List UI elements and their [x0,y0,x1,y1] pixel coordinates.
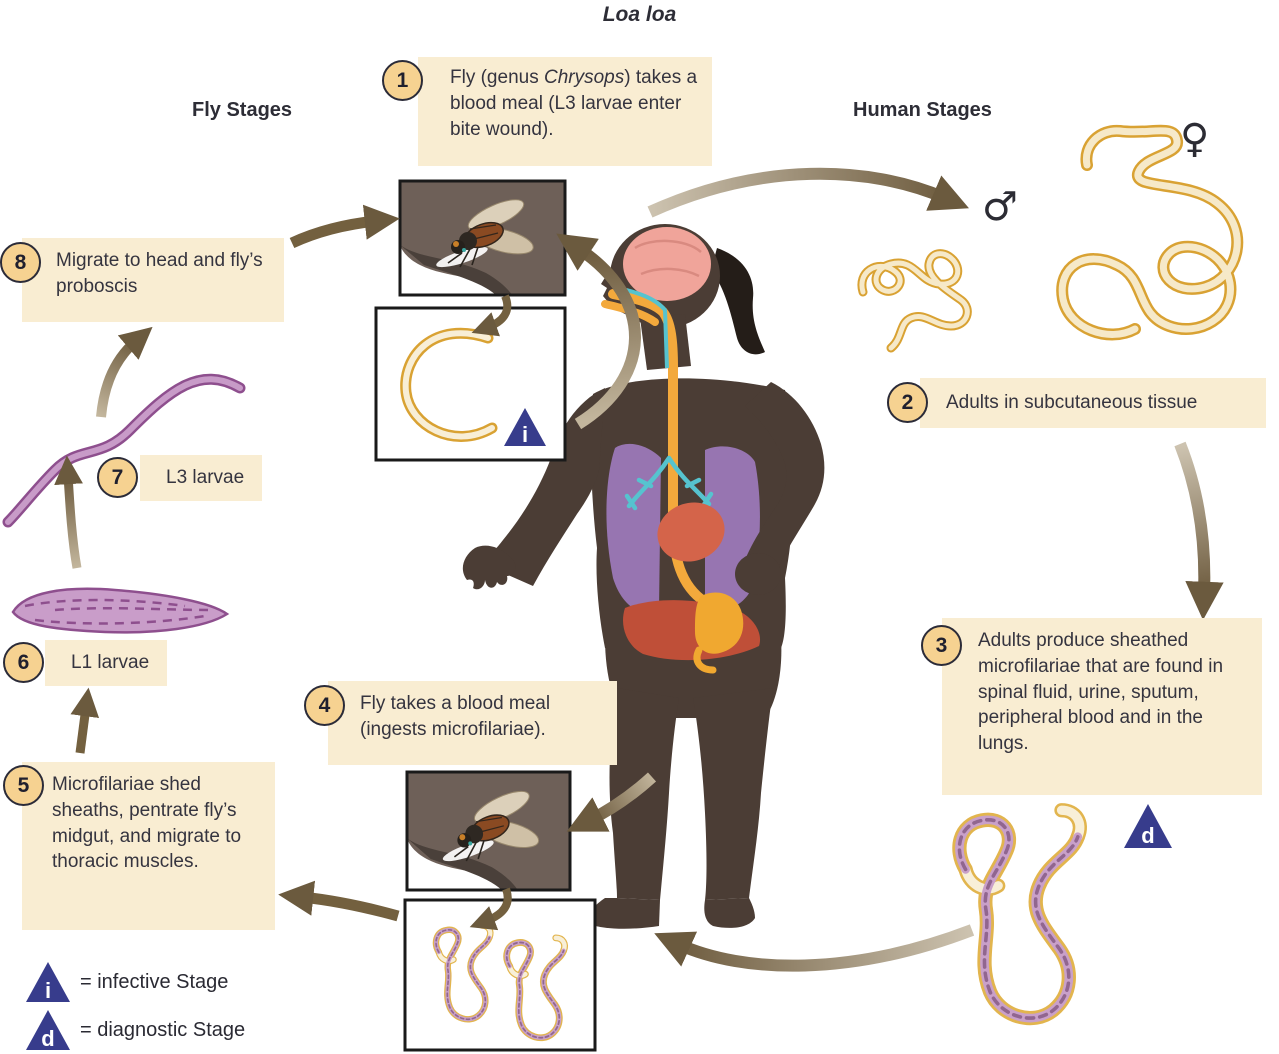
arrow-l3-to-8 [96,326,153,418]
step-7-text: L3 larvae [166,467,245,489]
adult-female-worm [1056,124,1244,341]
l1-larva-worm [11,587,230,634]
l3-larva-worm [2,373,246,528]
fly-bite-box-top [398,179,567,297]
ponytail [711,248,765,355]
step-2-badge: 2 [887,382,928,423]
fly-stages-header: Fly Stages [192,99,293,121]
arrow-fly-to-l3box [471,294,512,337]
step-8-box: Migrate to head and fly’s proboscis [22,238,284,322]
arrow-to-adults [647,167,970,218]
step-7-box: L3 larvae [140,455,262,501]
legend-infective-label: = infective Stage [80,971,229,993]
step-6-box: L1 larvae [45,640,167,686]
step-2-box: Adults in subcutaneous tissue [920,378,1266,428]
step-2-text: Adults in subcutaneous tissue [946,392,1198,414]
diagnostic-stage-marker: d [1124,804,1172,848]
step-4-box: Fly takes a blood meal (ingests microfil… [328,681,617,765]
step-6-text: L1 larvae [71,652,150,674]
step-5-box: Microfilariae shed sheaths, pentrate fly… [22,762,275,930]
step-7-badge: 7 [97,457,138,498]
arrow-8-to-fly [289,204,400,248]
svg-text:d: d [1141,823,1154,848]
step-8-badge: 8 [0,242,41,283]
step-1-text: Fly (genus Chrysops) takes a blood meal … [450,67,698,140]
arrow-2-to-3 [1174,441,1224,621]
step-1-box: Fly (genus Chrysops) takes a blood meal … [418,57,712,166]
svg-text:i: i [45,978,51,1003]
step-8-text: Migrate to head and fly’s proboscis [56,250,263,297]
male-symbol: ♂ [982,184,1018,230]
arrow-l1-to-l3 [54,455,83,569]
legend-diagnostic-icon: d [26,1010,70,1051]
svg-text:i: i [522,422,528,447]
arrow-box-to-5 [278,880,400,922]
arrow-human-to-fly2 [566,772,657,832]
arrow-5-to-6 [70,687,100,754]
step-6-badge: 6 [3,642,44,683]
microfilaria-box [403,898,597,1052]
flow-arrows [54,167,1224,972]
step-4-text: Fly takes a blood meal (ingests microfil… [360,693,551,740]
step-4-badge: 4 [304,685,345,726]
diagram-title: Loa loa [602,3,677,26]
fly-bite-box-bottom [405,770,572,892]
step-5-badge: 5 [3,765,44,806]
human-figure [462,224,825,929]
step-3-badge: 3 [921,625,962,666]
infective-stage-marker: i [504,408,546,447]
arrow-human-to-flybox [556,233,641,430]
female-symbol: ♀ [1180,116,1210,162]
legend-diagnostic-label: = diagnostic Stage [80,1019,246,1041]
legend-infective-icon: i [26,962,70,1003]
step-1-badge: 1 [382,60,423,101]
adult-male-worm [857,249,972,353]
sheathed-microfilaria-large [959,810,1079,1018]
human-stages-header: Human Stages [853,99,992,121]
step-5-text: Microfilariae shed sheaths, pentrate fly… [52,774,242,873]
svg-text:d: d [41,1026,54,1051]
arrow-fly-to-mfbox [469,887,512,931]
step-3-box: Adults produce sheathed microfilariae th… [942,618,1262,795]
arrow-microfilariae-to-left [654,924,975,972]
step-3-text: Adults produce sheathed microfilariae th… [978,630,1224,755]
